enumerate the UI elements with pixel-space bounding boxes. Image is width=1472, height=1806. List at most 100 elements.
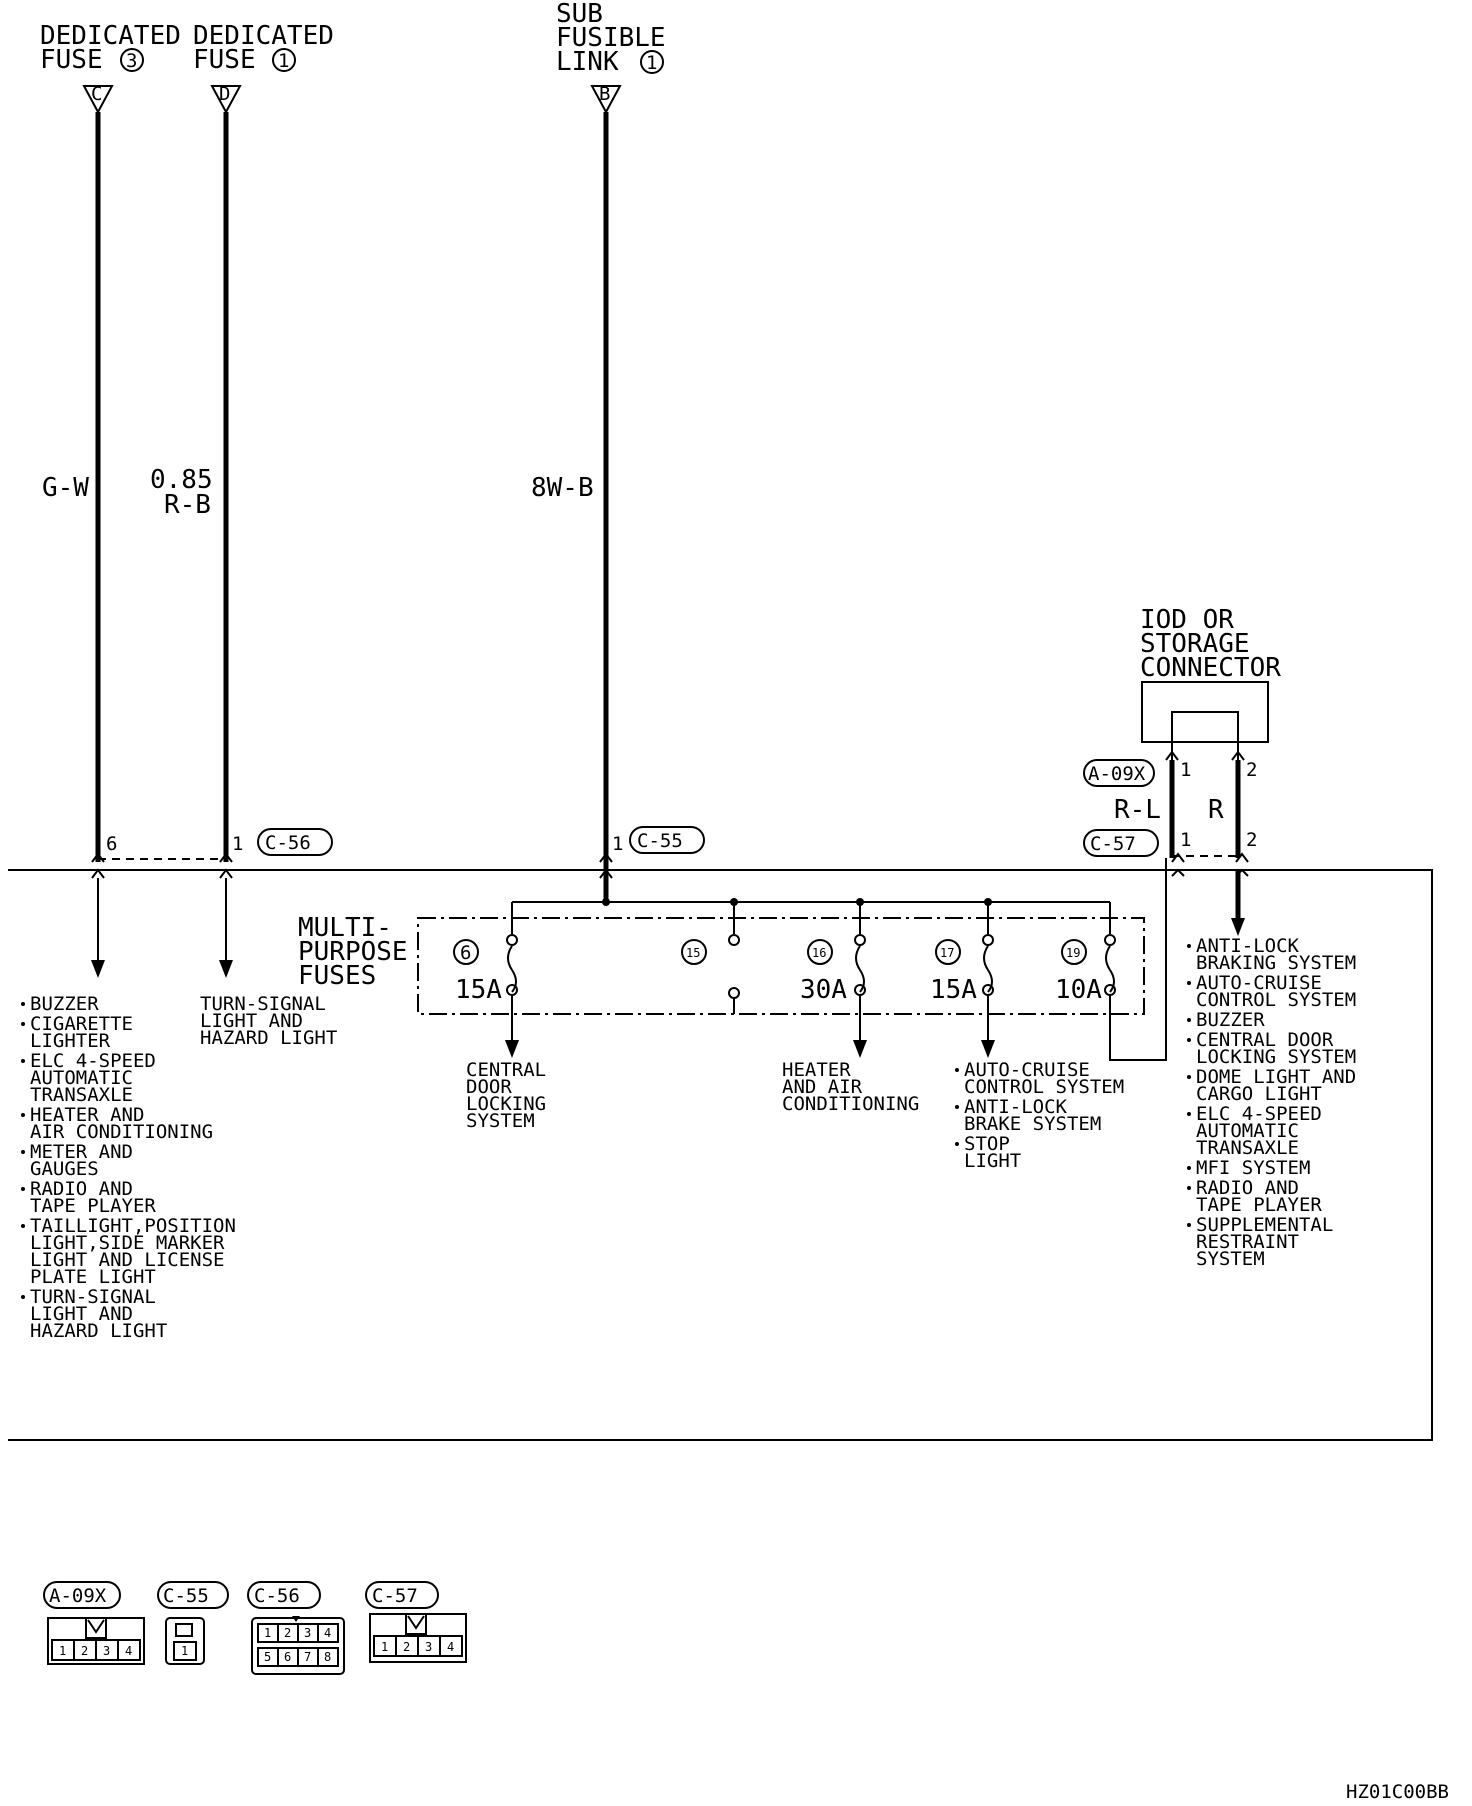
right-item-0-line-1: BRAKING SYSTEM [1196, 952, 1356, 974]
fuse19-to-c57-wire [1109, 870, 1167, 1061]
col1-item-5-line-0: RADIO AND [30, 1178, 133, 1200]
col1-item-6-line-1: LIGHT,SIDE MARKER [30, 1232, 225, 1254]
load-list-central-door: CENTRAL DOOR LOCKING SYSTEM [466, 1059, 546, 1132]
source-fuse1-line1: DEDICATED [193, 21, 334, 51]
right-bullet-1 [1187, 981, 1191, 985]
cruise-bullet-0 [955, 1068, 959, 1072]
right-bullet-2 [1187, 1018, 1191, 1022]
c56-pin-1: 1 [232, 833, 243, 855]
right-bullet-3 [1187, 1038, 1191, 1042]
legend-c56-pin-6: 7 [304, 1650, 311, 1664]
col1-item-2-line-1: AUTOMATIC [30, 1067, 133, 1089]
wire-label-r-b: R-B [164, 490, 211, 520]
fuse-19-amp: 10A [1055, 975, 1102, 1005]
right-item-4-line-0: DOME LIGHT AND [1196, 1066, 1356, 1088]
fuse-6-amp: 15A [455, 975, 502, 1005]
legend-c56-pin-cell-7 [317, 1647, 339, 1667]
cruise-item-2-line-1: LIGHT [964, 1150, 1021, 1172]
right-item-7-line-1: TAPE PLAYER [1196, 1194, 1322, 1216]
legend-c55-pins: 1 [173, 1641, 197, 1661]
cruise-bullet-2 [955, 1142, 959, 1146]
legend-a09x-pin-3: 4 [125, 1644, 132, 1658]
col1-item-6-line-3: PLATE LIGHT [30, 1266, 156, 1288]
fuse-17: 17 15A [930, 902, 995, 1058]
col1-item-5-line-1: TAPE PLAYER [30, 1195, 156, 1217]
wire-label-r: R [1208, 795, 1224, 825]
legend-c56-pin-7: 8 [324, 1650, 331, 1664]
iod-line3: CONNECTOR [1140, 653, 1281, 683]
fuse-6-number: 6 [460, 942, 471, 964]
a09x-connector-tag [1083, 759, 1155, 787]
c56-connector-label: C-56 [265, 832, 311, 854]
legend-c56-pin-2: 3 [304, 1626, 311, 1640]
legend-c56-pin-5: 6 [284, 1650, 291, 1664]
col1-item-4-line-1: GAUGES [30, 1158, 99, 1180]
fuse-6: 6 15A [453, 902, 519, 1058]
legend-c57-pin-1: 2 [403, 1640, 410, 1654]
right-bullet-0 [1187, 944, 1191, 948]
wire-label-g-w: G-W [42, 473, 89, 503]
source-link-line2: FUSIBLE [556, 23, 666, 53]
junction-block-border [8, 869, 1433, 1441]
source-dedicated-fuse-1: DEDICATED FUSE 1 D [193, 21, 334, 115]
central-line-1: CENTRAL [466, 1059, 546, 1081]
source-fuse1-pin: D [219, 83, 230, 105]
right-item-1-line-1: CONTROL SYSTEM [1196, 989, 1356, 1011]
legend-c55-pin-cell-0 [173, 1641, 197, 1661]
legend-a09x-pin-1: 2 [81, 1644, 88, 1658]
legend-c57-pin-0: 1 [381, 1640, 388, 1654]
col1-bullet-5 [21, 1187, 25, 1191]
right-item-4-line-1: CARGO LIGHT [1196, 1083, 1322, 1105]
a09x-chevron-1 [1165, 750, 1179, 761]
cruise-item-2-line-0: STOP [964, 1133, 1010, 1155]
right-item-5-line-0: ELC 4-SPEED [1196, 1103, 1322, 1125]
right-item-5-line-1: AUTOMATIC [1196, 1120, 1299, 1142]
wire-label-r-l: R-L [1114, 795, 1161, 825]
col1-bullet-2 [21, 1059, 25, 1063]
mpf-line2: PURPOSE [298, 937, 408, 967]
a09x-pin-1: 1 [1180, 759, 1191, 781]
source-link-pin: B [599, 83, 610, 105]
mpf-box [417, 917, 1145, 1015]
fuse-16: 16 30A [800, 902, 867, 1058]
col2-line-1: TURN-SIGNAL [200, 993, 326, 1015]
cruise-item-0-line-0: AUTO-CRUISE [964, 1059, 1090, 1081]
right-bullet-7 [1187, 1186, 1191, 1190]
a09x-connector-label: A-09X [1088, 763, 1146, 785]
c57-connector-tag [1083, 829, 1159, 857]
col1-bullet-6 [21, 1224, 25, 1228]
cruise-item-0-line-1: CONTROL SYSTEM [964, 1076, 1124, 1098]
link-terminal-triangle [590, 85, 622, 115]
fuse1-number-circle [272, 48, 296, 72]
fuse-19: 19 10A [1055, 902, 1116, 1005]
central-line-3: LOCKING [466, 1093, 546, 1115]
wire-label-0-85: 0.85 [150, 465, 213, 495]
legend-c56-pin-3: 4 [324, 1626, 331, 1640]
right-bullet-4 [1187, 1075, 1191, 1079]
fuse-15: 15 [681, 902, 740, 1014]
cruise-item-1-line-1: BRAKE SYSTEM [964, 1113, 1101, 1135]
legend-a09x-pin-2: 3 [103, 1644, 110, 1658]
arrow-right-loads [1231, 918, 1245, 936]
heater-line-3: CONDITIONING [782, 1093, 919, 1115]
source-link-line1: SUB [556, 0, 603, 29]
heater-line-2: AND AIR [782, 1076, 863, 1098]
central-line-2: DOOR [466, 1076, 512, 1098]
arrow-col1 [91, 960, 105, 978]
fuse-17-amp: 15A [930, 975, 977, 1005]
right-item-3-line-0: CENTRAL DOOR [1196, 1029, 1334, 1051]
legend-c57-label: C-57 [372, 1585, 418, 1607]
legend-c56-pin-cell-3 [317, 1623, 339, 1643]
iod-connector-box [1141, 681, 1269, 743]
source-sub-fusible-link: SUB FUSIBLE LINK 1 B [556, 0, 666, 115]
col1-item-2-line-0: ELC 4-SPEED [30, 1050, 156, 1072]
right-item-6-line-0: MFI SYSTEM [1196, 1157, 1310, 1179]
a09x-pin-2: 2 [1246, 759, 1257, 781]
col1-item-3-line-0: HEATER AND [30, 1104, 144, 1126]
source-fuse1-num: 1 [278, 50, 289, 72]
